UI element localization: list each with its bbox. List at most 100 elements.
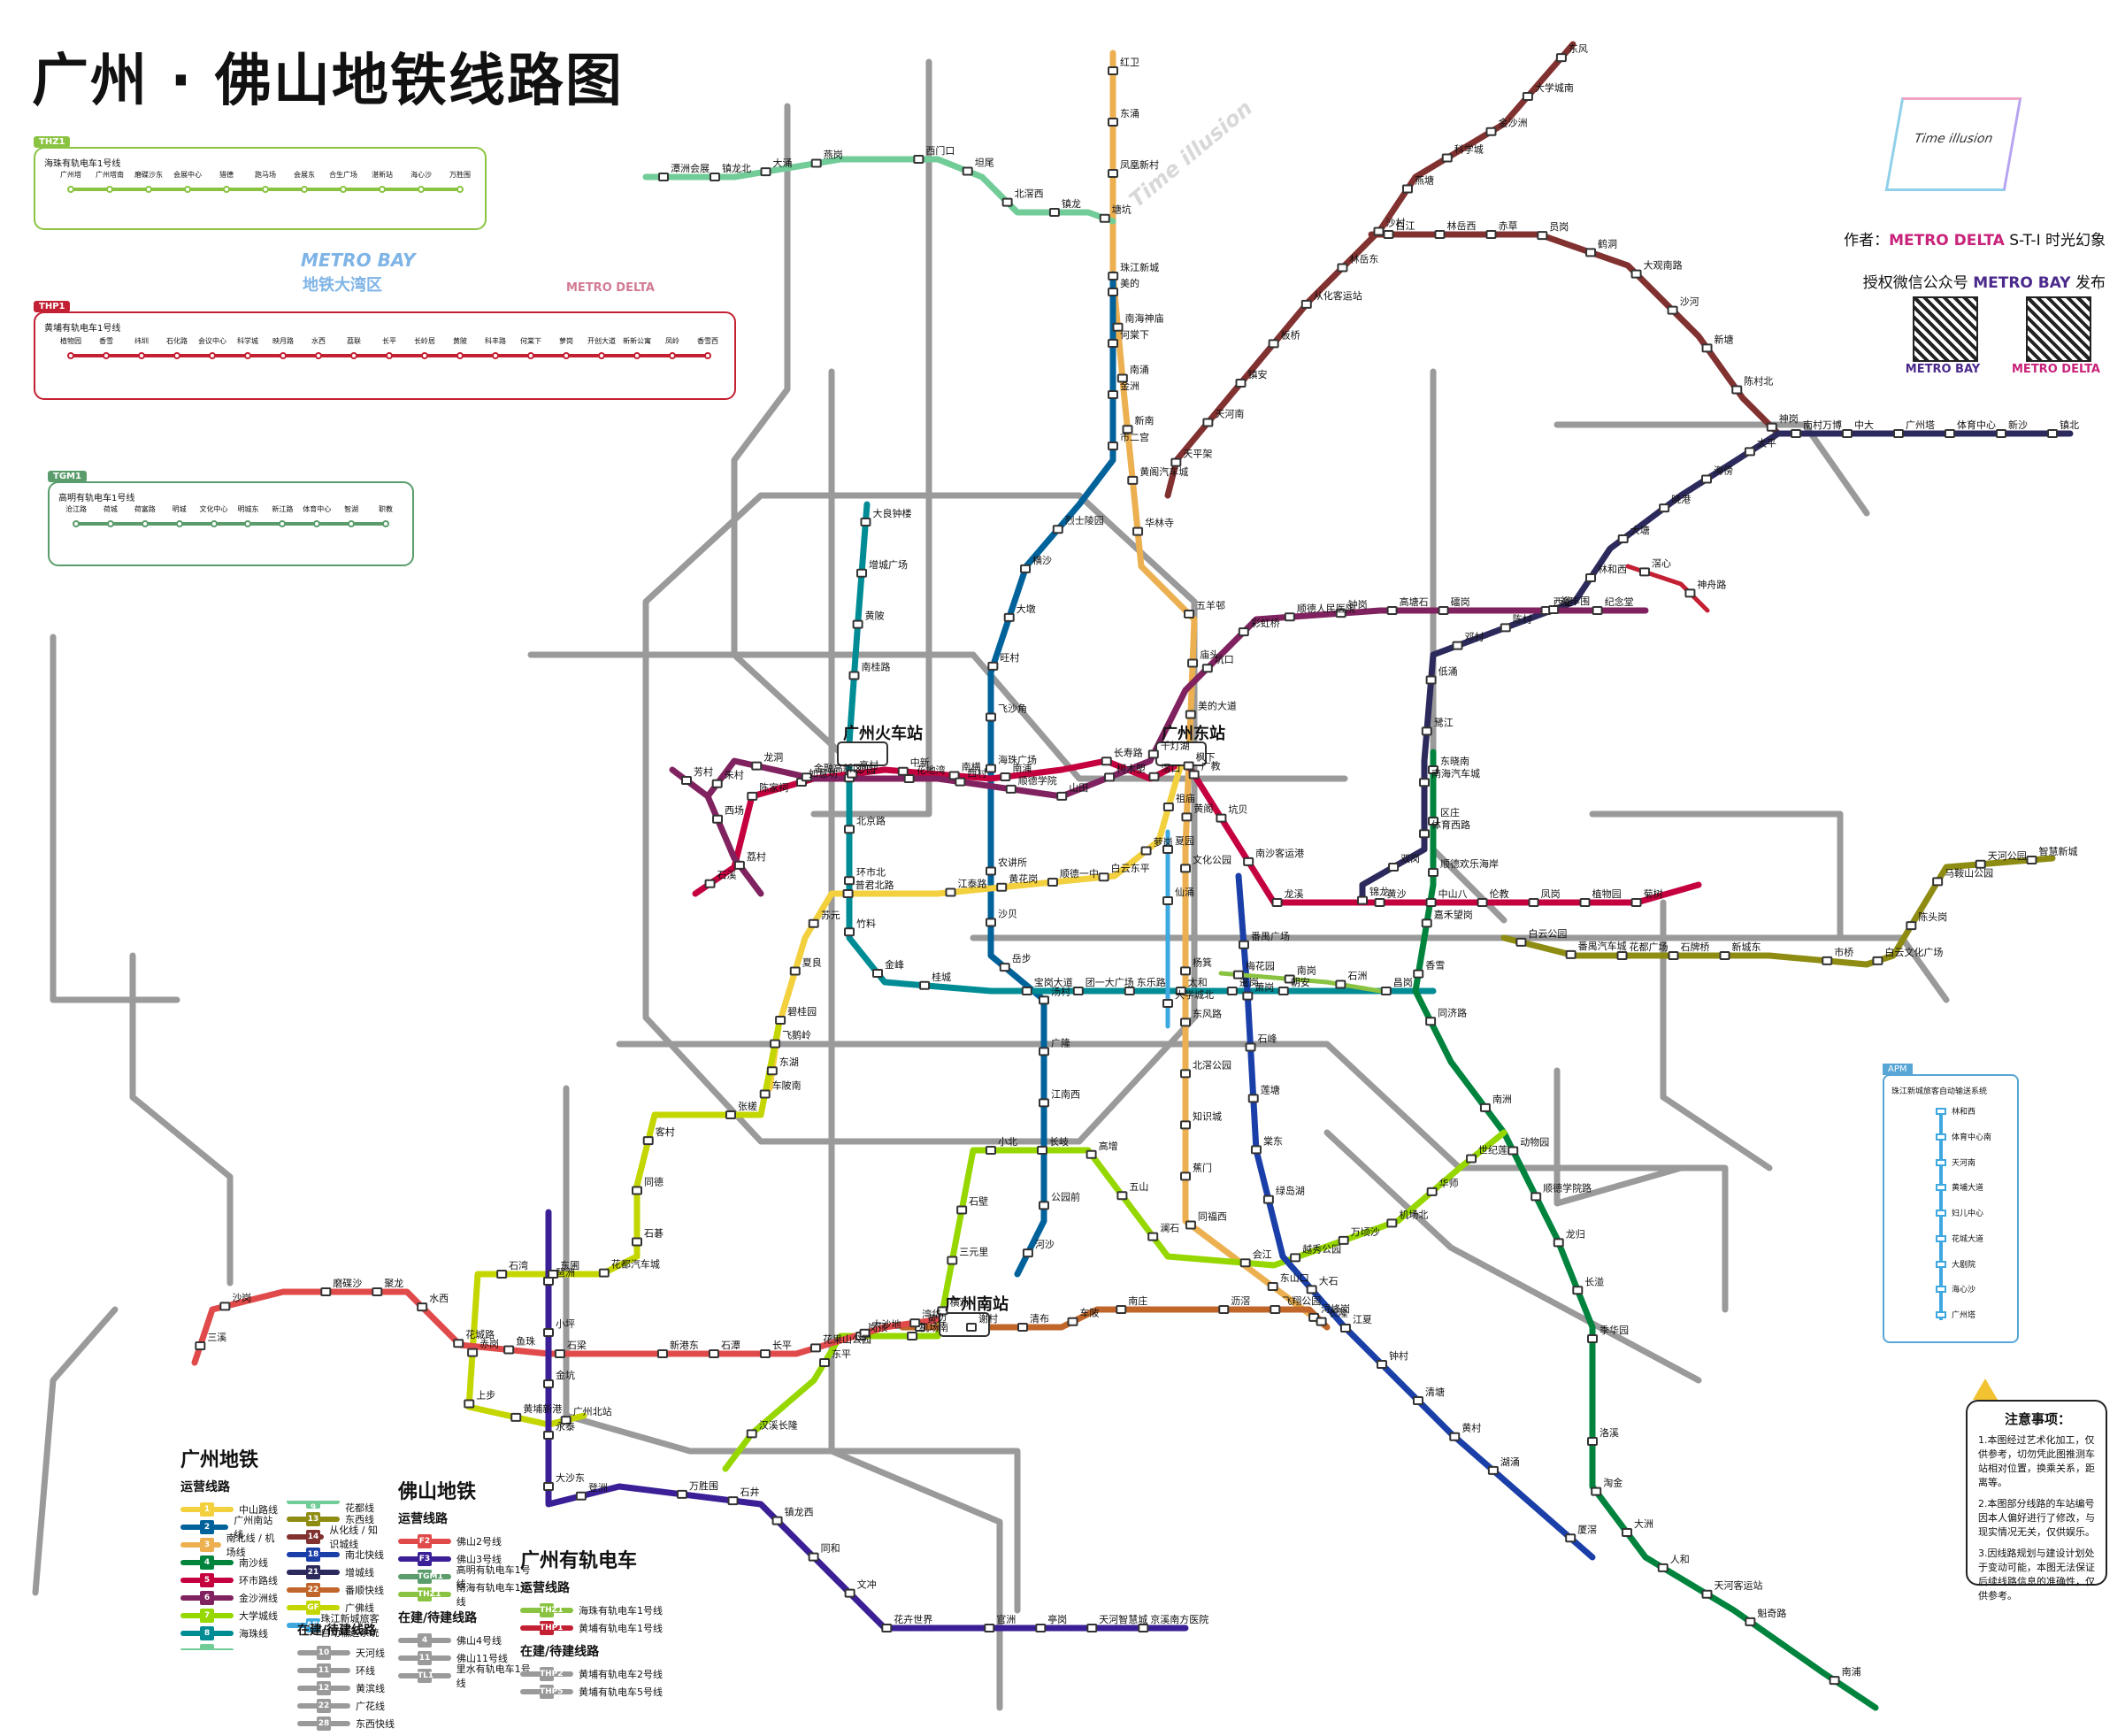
legend-line-name: 广州南站线 — [234, 1515, 273, 1540]
station-marker — [2026, 855, 2037, 864]
legend-line-number: 1 — [200, 1502, 214, 1517]
tram-station-marker — [704, 352, 711, 359]
station-label: 燕塘 — [1415, 174, 1434, 187]
station-label: 香雪 — [1425, 960, 1445, 972]
station-marker — [1441, 153, 1453, 163]
tram-station-marker — [210, 520, 218, 527]
station-label: 湾华 — [922, 1308, 941, 1320]
legend-line-name: 番顺快线 — [345, 1585, 384, 1596]
station-label: 海珠广场 — [998, 754, 1037, 766]
station-marker — [903, 774, 915, 783]
station-marker — [543, 1328, 554, 1337]
notice-title: 注意事项： — [2005, 1411, 2072, 1427]
station-marker — [1138, 1624, 1149, 1632]
station-marker — [1622, 1528, 1633, 1538]
station-marker — [1235, 378, 1247, 388]
station-marker — [1592, 606, 1603, 615]
station-marker — [548, 1270, 559, 1279]
station-marker — [819, 1357, 831, 1367]
station-label: 海傍 — [1714, 465, 1733, 477]
station-label: 彩虹桥 — [1251, 618, 1280, 629]
station-label: 小坪 — [556, 1318, 575, 1330]
station-label: 美的大道 — [1198, 700, 1237, 712]
station-label: 金融高新区 — [814, 762, 863, 774]
station-label: 长寿路 — [1114, 746, 1143, 758]
station-marker — [842, 889, 854, 898]
station-marker — [453, 1339, 464, 1348]
tram-station-marker — [669, 352, 676, 359]
tram-station-marker — [73, 520, 80, 527]
station-label: 江泰路 — [958, 878, 987, 890]
station-label: 如意坊 — [809, 767, 838, 780]
station-label: 西塱 — [1553, 595, 1573, 608]
station-label: 长平 — [772, 1340, 792, 1351]
station-label: 五山 — [1129, 1181, 1148, 1193]
station-marker — [1218, 1305, 1230, 1314]
tram-station-marker — [67, 352, 74, 359]
station-marker — [1108, 66, 1118, 75]
station-marker — [1306, 1285, 1317, 1294]
station-label: 同德 — [644, 1176, 664, 1188]
station-label: 滘心 — [1652, 557, 1671, 569]
station-label: 天河南 — [1215, 409, 1244, 420]
station-label: 潭洲会展 — [671, 163, 710, 174]
station-marker — [986, 764, 996, 773]
station-label: 人和 — [1670, 1554, 1690, 1565]
station-label: 大沙地 — [872, 1318, 901, 1331]
legend-line-name: 佛山4号线 — [456, 1635, 502, 1647]
tram-station-label: 猎德 — [219, 171, 234, 179]
legend-swatch: THP2 — [520, 1667, 573, 1681]
station-marker — [1477, 898, 1488, 907]
legend-line-name: 广花线 — [356, 1701, 385, 1712]
station-label: 花城路 — [465, 1329, 495, 1340]
station-label: 锦龙 — [1369, 886, 1389, 898]
apm-station-label: 花城大道 — [1952, 1234, 1984, 1244]
station-marker — [632, 1237, 642, 1247]
station-label: 南洲 — [1492, 1094, 1512, 1105]
legend-line-number: APM — [306, 1618, 326, 1632]
legend-line-name: 东西线 — [345, 1514, 374, 1525]
station-label: 公园前 — [1051, 1190, 1080, 1202]
station-label: 南海神庙 — [1125, 312, 1164, 325]
tram-station-label: 广州塔 — [60, 171, 81, 179]
station-label: 淘金 — [1603, 1477, 1623, 1489]
legend-line-number: 4 — [418, 1633, 432, 1648]
station-label: 张槎 — [738, 1100, 757, 1112]
station-marker — [909, 1318, 921, 1328]
station-marker — [1180, 1069, 1191, 1079]
station-marker — [1116, 1191, 1128, 1201]
station-marker — [1530, 1192, 1542, 1202]
tram-station-label: 合生广场 — [329, 171, 357, 179]
line-9 — [642, 156, 1116, 225]
station-label: 东圃 — [560, 1260, 579, 1271]
station-label: 新沙 — [2008, 419, 2028, 431]
station-label: 红卫 — [1120, 57, 1139, 68]
station-label: 浔峰岗 — [1321, 1303, 1350, 1315]
station-marker — [1072, 987, 1084, 995]
station-marker — [1132, 526, 1144, 536]
planned-line-misc-2 — [32, 1306, 119, 1596]
tram-station-marker — [106, 186, 113, 193]
station-label: 石湾 — [509, 1259, 528, 1271]
station-label: 绿岛湖 — [1276, 1185, 1305, 1197]
station-marker — [1701, 1589, 1713, 1599]
tram-station-label: 黄陂 — [453, 337, 467, 345]
station-label: 官洲 — [996, 1613, 1016, 1625]
planned-line-misc-3 — [1430, 368, 1507, 924]
station-label: 塘坑 — [1112, 204, 1132, 216]
station-marker — [844, 825, 855, 834]
station-label: 金沙洲 — [1499, 117, 1528, 129]
station-label: 南海汽车城 — [1431, 767, 1480, 780]
station-marker — [1426, 1187, 1438, 1196]
tram-station-marker — [244, 520, 252, 527]
legend-swatch: 3 — [180, 1538, 221, 1552]
station-marker — [746, 1429, 757, 1439]
station-marker — [808, 918, 819, 928]
legend-line-number: F3 — [418, 1552, 432, 1566]
legend-swatch: 10 — [297, 1646, 350, 1660]
station-label: 长岐 — [1049, 1136, 1069, 1148]
legend-swatch: 7 — [180, 1609, 234, 1623]
